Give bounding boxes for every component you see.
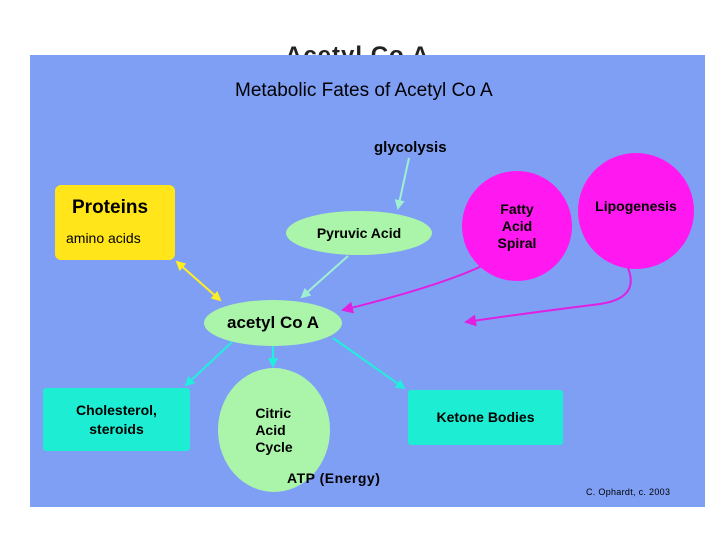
ketone-bodies-box: Ketone Bodies: [408, 390, 563, 445]
citric-acid-cycle-node: Citric Acid Cycle: [218, 368, 330, 492]
fatty-acid-spiral-node: Fatty Acid Spiral: [462, 171, 572, 281]
pyruvic-acid-node: Pyruvic Acid: [286, 211, 432, 255]
arrow-proteins-acetyl: [175, 260, 222, 302]
lipogenesis-label: Lipogenesis: [595, 198, 677, 214]
arrow-fatty-to-acetyl: [341, 264, 485, 314]
arrow-pyruvic-to-acetyl: [300, 255, 349, 299]
arrow-acetyl-to-ketone: [332, 337, 406, 390]
atp-label: ATP (Energy): [287, 470, 381, 486]
cholesterol-line-1: Cholesterol,: [76, 401, 157, 418]
arrow-lipogenesis-to-acetyl: [464, 267, 632, 327]
proteins-box: Proteins amino acids: [55, 185, 175, 260]
ketone-bodies-label: Ketone Bodies: [436, 409, 535, 425]
arrow-acetyl-to-cholesterol: [184, 341, 233, 387]
fatty-line-1: Fatty: [500, 200, 534, 217]
citric-line-3: Cycle: [255, 438, 293, 455]
fatty-line-2: Acid: [501, 217, 533, 234]
glycolysis-label: glycolysis: [374, 139, 447, 156]
cholesterol-line-2: steroids: [89, 420, 144, 437]
pyruvic-acid-label: Pyruvic Acid: [316, 225, 402, 241]
proteins-title: Proteins: [72, 197, 149, 218]
fatty-line-3: Spiral: [497, 234, 537, 251]
credit-label: C. Ophardt, c. 2003: [586, 487, 671, 497]
diagram-title: Metabolic Fates of Acetyl Co A: [235, 80, 493, 101]
lipogenesis-node: Lipogenesis: [578, 153, 694, 269]
cholesterol-box: Cholesterol, steroids: [43, 388, 190, 451]
arrow-glycolysis-to-pyruvic: [394, 157, 410, 210]
acetyl-coa-node: acetyl Co A: [204, 300, 342, 346]
proteins-subtitle: amino acids: [66, 230, 141, 246]
citric-line-2: Acid: [255, 421, 286, 438]
citric-line-1: Citric: [255, 404, 292, 421]
acetyl-coa-label: acetyl Co A: [227, 313, 319, 332]
